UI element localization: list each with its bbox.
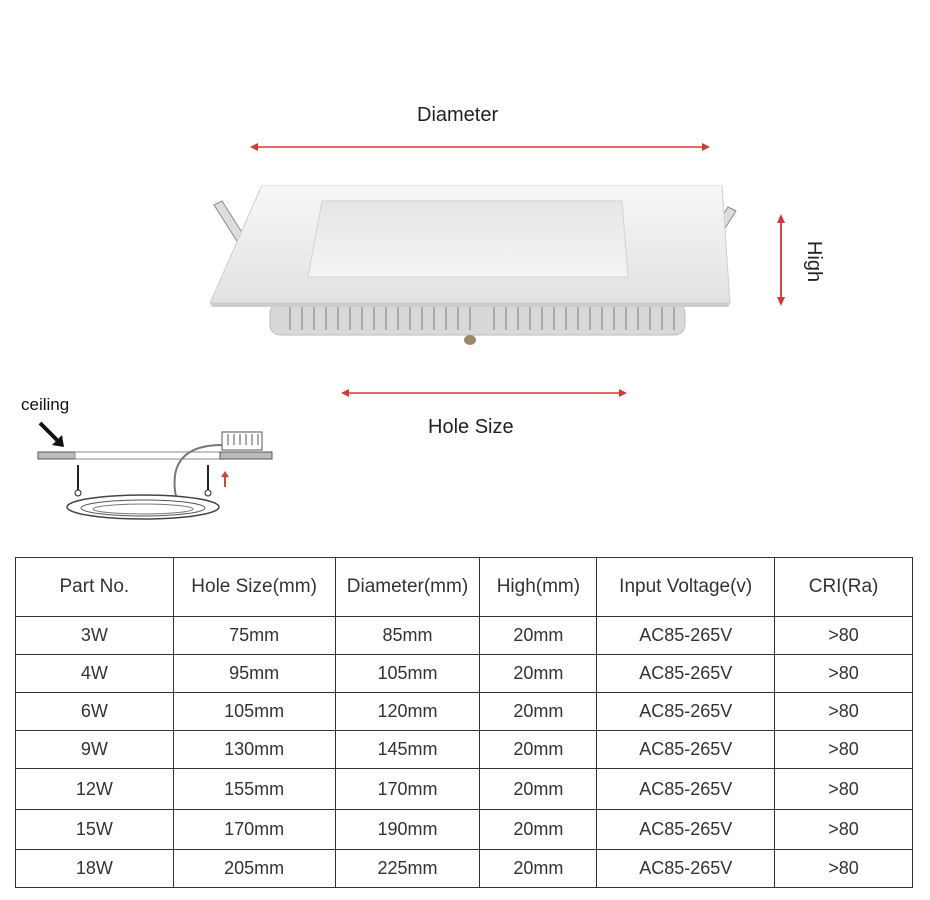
cell-cri: >80 <box>774 768 913 810</box>
cell-high: 20mm <box>479 768 598 810</box>
cell-cri: >80 <box>774 849 913 888</box>
cell-input-voltage: AC85-265V <box>596 768 776 810</box>
high-arrow-icon <box>777 214 785 306</box>
cell-diameter: 145mm <box>334 730 481 769</box>
cell-cri: >80 <box>774 654 913 693</box>
cell-part-no: 4W <box>15 654 174 693</box>
cell-hole-size: 75mm <box>172 616 336 655</box>
hole-size-arrow-icon <box>341 389 627 397</box>
ceiling-label: ceiling <box>21 395 70 414</box>
table-row: 3W 75mm 85mm 20mm AC85-265V >80 <box>15 616 913 655</box>
cell-part-no: 9W <box>15 730 174 769</box>
led-panel-illustration <box>209 184 755 360</box>
cell-diameter: 120mm <box>334 692 481 731</box>
cell-high: 20mm <box>479 616 598 655</box>
installation-icon <box>37 421 273 520</box>
header-input-voltage: Input Voltage(v) <box>596 557 776 617</box>
led-panel-icon <box>209 184 737 345</box>
cell-part-no: 18W <box>15 849 174 888</box>
cell-cri: >80 <box>774 730 913 769</box>
cell-hole-size: 205mm <box>172 849 336 888</box>
table-row: 18W 205mm 225mm 20mm AC85-265V >80 <box>15 849 913 888</box>
header-high: High(mm) <box>479 557 598 617</box>
cell-hole-size: 155mm <box>172 768 336 810</box>
cell-high: 20mm <box>479 654 598 693</box>
table-row: 15W 170mm 190mm 20mm AC85-265V >80 <box>15 809 913 850</box>
cell-high: 20mm <box>479 849 598 888</box>
table-row: 6W 105mm 120mm 20mm AC85-265V >80 <box>15 692 913 731</box>
cell-part-no: 15W <box>15 809 174 850</box>
cell-high: 20mm <box>479 730 598 769</box>
cell-part-no: 6W <box>15 692 174 731</box>
cell-cri: >80 <box>774 692 913 731</box>
cell-hole-size: 170mm <box>172 809 336 850</box>
cell-hole-size: 130mm <box>172 730 336 769</box>
cell-diameter: 190mm <box>334 809 481 850</box>
cell-part-no: 12W <box>15 768 174 810</box>
cell-high: 20mm <box>479 692 598 731</box>
installation-diagram <box>30 415 280 520</box>
cell-part-no: 3W <box>15 616 174 655</box>
cell-diameter: 85mm <box>334 616 481 655</box>
cell-diameter: 170mm <box>334 768 481 810</box>
cell-hole-size: 105mm <box>172 692 336 731</box>
diameter-arrow-icon <box>250 143 710 151</box>
cell-input-voltage: AC85-265V <box>596 849 776 888</box>
table-row: 12W 155mm 170mm 20mm AC85-265V >80 <box>15 768 913 810</box>
header-hole-size: Hole Size(mm) <box>172 557 336 617</box>
spec-table: Part No. Hole Size(mm) Diameter(mm) High… <box>15 557 913 888</box>
cell-input-voltage: AC85-265V <box>596 809 776 850</box>
cell-high: 20mm <box>479 809 598 850</box>
header-diameter: Diameter(mm) <box>334 557 481 617</box>
cell-input-voltage: AC85-265V <box>596 730 776 769</box>
table-header-row: Part No. Hole Size(mm) Diameter(mm) High… <box>15 557 913 617</box>
cell-input-voltage: AC85-265V <box>596 654 776 693</box>
diameter-label: Diameter <box>417 104 499 126</box>
cell-hole-size: 95mm <box>172 654 336 693</box>
header-part-no: Part No. <box>15 557 174 617</box>
header-cri: CRI(Ra) <box>774 557 913 617</box>
cell-diameter: 225mm <box>334 849 481 888</box>
cell-cri: >80 <box>774 809 913 850</box>
table-row: 9W 130mm 145mm 20mm AC85-265V >80 <box>15 730 913 769</box>
cell-diameter: 105mm <box>334 654 481 693</box>
table-row: 4W 95mm 105mm 20mm AC85-265V >80 <box>15 654 913 693</box>
cell-cri: >80 <box>774 616 913 655</box>
cell-input-voltage: AC85-265V <box>596 616 776 655</box>
hole-size-label: Hole Size <box>428 416 514 438</box>
high-label: High <box>803 240 826 283</box>
cell-input-voltage: AC85-265V <box>596 692 776 731</box>
